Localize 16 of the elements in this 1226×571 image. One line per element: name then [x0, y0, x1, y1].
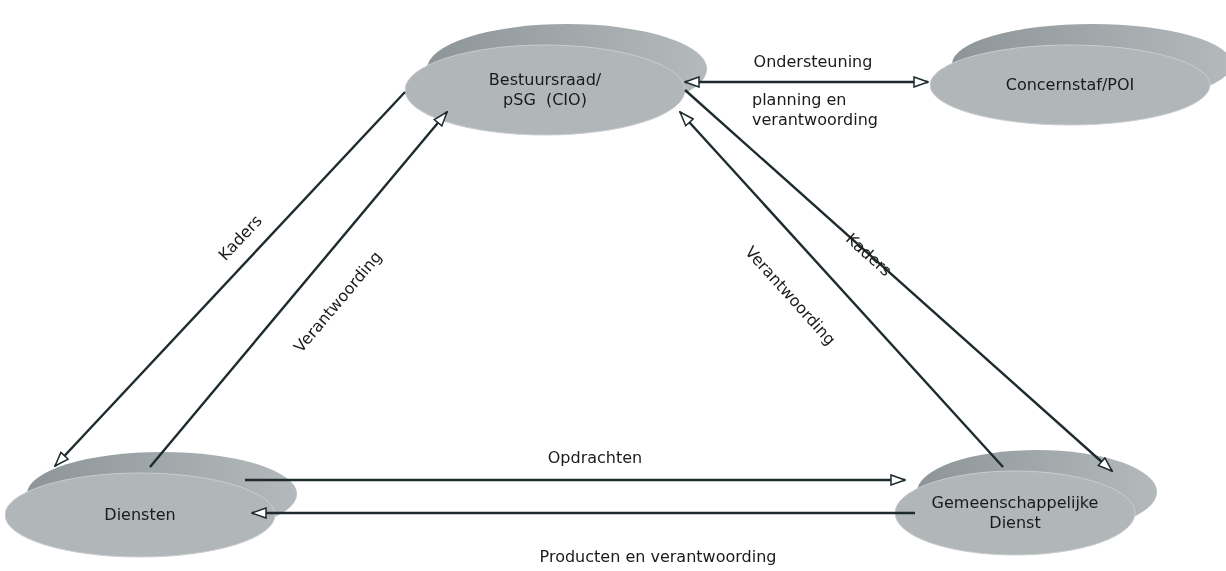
- node-label: Gemeenschappelijke Dienst: [930, 493, 1100, 533]
- arrow: [149, 111, 448, 468]
- edge-label: Ondersteuning: [753, 52, 873, 72]
- node-label: Concernstaf/POI: [1004, 75, 1136, 95]
- disk-node: [930, 23, 1226, 127]
- node-label: Bestuursraad/ pSG (CIO): [487, 70, 603, 110]
- arrow: [245, 474, 906, 486]
- edge-label: Producten en verantwoording: [539, 547, 777, 567]
- arrow: [54, 91, 406, 467]
- arrow: [679, 111, 1004, 468]
- arrow: [684, 89, 1113, 472]
- note-text: planning en verantwoording: [752, 90, 879, 130]
- arrow: [251, 507, 915, 519]
- arrow: [684, 76, 929, 88]
- edge-label: Opdrachten: [547, 448, 643, 468]
- node-label: Diensten: [103, 505, 177, 525]
